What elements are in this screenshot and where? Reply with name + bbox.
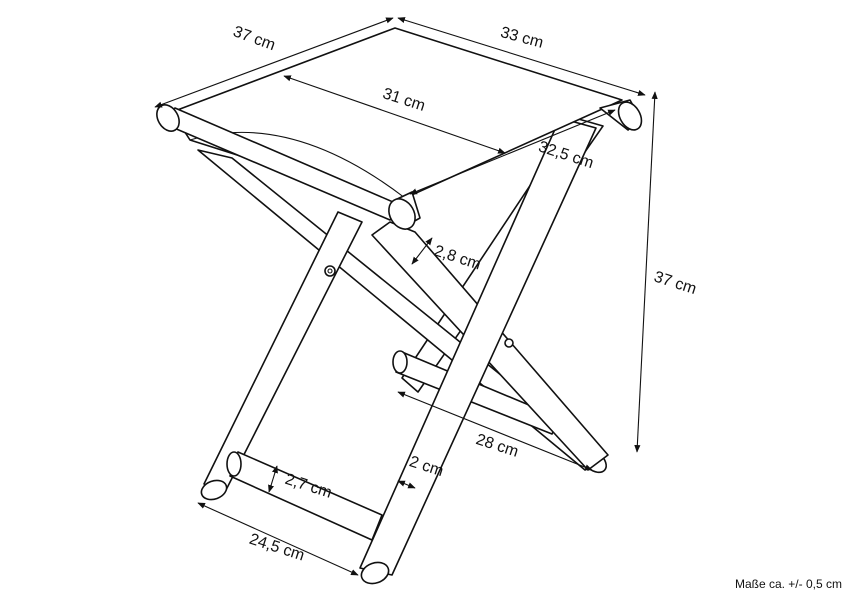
dimension-lines (154, 17, 658, 576)
tolerance-note: Maße ca. +/- 0,5 cm (735, 577, 842, 591)
label-base-width: 24,5 cm (247, 531, 306, 565)
stool-drawing (156, 27, 643, 585)
label-height: 37 cm (652, 268, 699, 298)
front-leg-left (200, 211, 363, 501)
label-seat-width: 33 cm (499, 24, 545, 52)
label-base-depth: 28 cm (474, 431, 521, 461)
label-seat-depth: 37 cm (231, 23, 278, 54)
